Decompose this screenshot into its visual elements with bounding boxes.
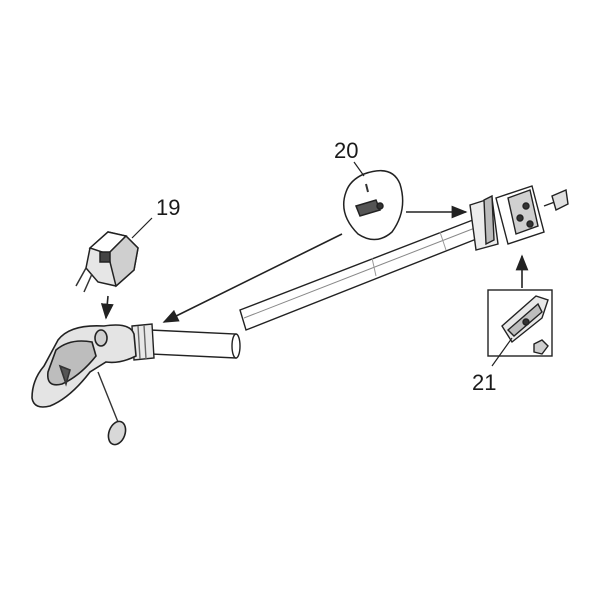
arrows bbox=[100, 205, 529, 323]
arrow-switch-to-handle bbox=[100, 295, 114, 320]
part-21-box bbox=[487, 289, 553, 357]
callout-19: 19 bbox=[156, 195, 181, 220]
leader-lines bbox=[131, 161, 513, 367]
front-tube bbox=[131, 323, 241, 361]
part-20-plate bbox=[343, 169, 404, 241]
leader-21 bbox=[491, 337, 513, 367]
end-connector bbox=[469, 185, 569, 251]
part-19-switch bbox=[75, 231, 139, 293]
leader-19 bbox=[131, 217, 153, 239]
handle-head bbox=[31, 324, 137, 446]
arrow-plate-to-handle bbox=[162, 233, 343, 323]
leader-20 bbox=[353, 161, 365, 177]
callout-20: 20 bbox=[334, 138, 359, 163]
callout-21: 21 bbox=[472, 370, 497, 395]
